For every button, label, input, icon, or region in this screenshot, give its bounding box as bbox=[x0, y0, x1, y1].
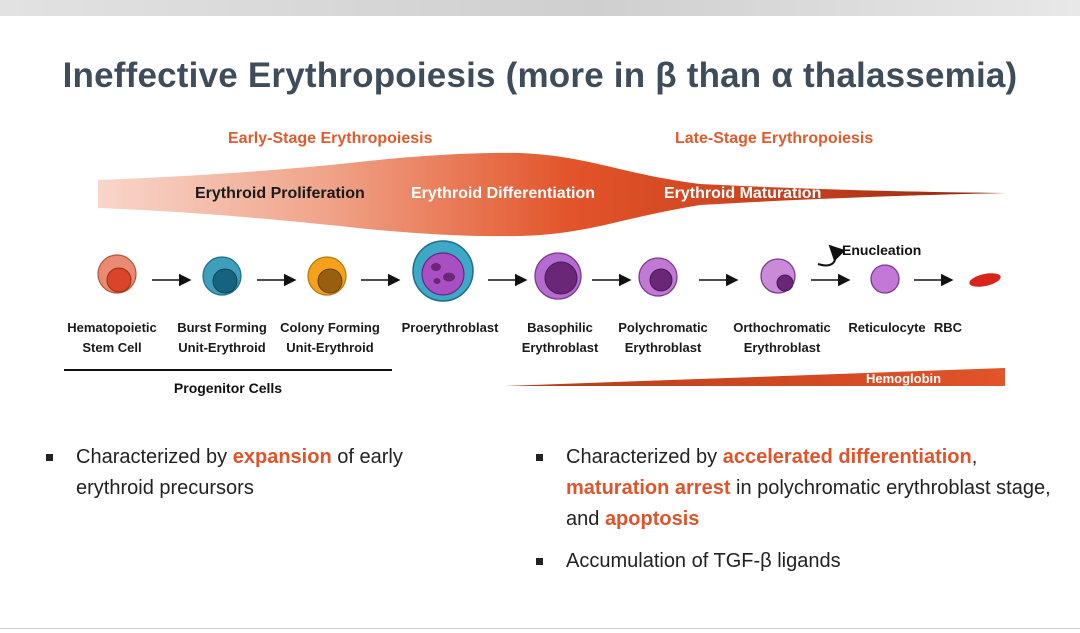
bullet-square-icon bbox=[536, 454, 543, 461]
hemoglobin-wedge bbox=[504, 368, 1005, 386]
bottom-divider bbox=[0, 628, 1080, 629]
highlight-apoptosis: apoptosis bbox=[604, 508, 700, 530]
erythroid-maturation-label: Erythroid Maturation bbox=[664, 185, 822, 202]
highlight-expansion: expansion bbox=[232, 446, 332, 468]
label-reticulocyte: Reticulocyte bbox=[848, 320, 926, 335]
enucleation-arrow bbox=[817, 244, 846, 267]
enucleation-label: Enucleation bbox=[842, 242, 922, 258]
cell-sequence bbox=[97, 240, 1001, 302]
late-stage-label: Late-Stage Erythropoiesis bbox=[675, 130, 874, 147]
label-proerythroblast: Proerythroblast bbox=[401, 320, 499, 335]
burst-forming-unit-erythroid bbox=[202, 256, 242, 296]
label-cfu-e: Colony Forming Unit-Erythroid bbox=[280, 320, 380, 355]
label-bfu-e: Burst Forming Unit-Erythroid bbox=[177, 320, 267, 355]
progenitor-bracket-line bbox=[64, 369, 392, 371]
label-rbc: RBC bbox=[933, 320, 963, 335]
colony-forming-unit-erythroid bbox=[307, 256, 347, 296]
label-basophilic-erythroblast: Basophilic Erythroblast bbox=[521, 320, 599, 355]
bullet-square-icon bbox=[536, 558, 543, 565]
bullet-square-icon bbox=[46, 454, 53, 461]
label-orthochromatic-erythroblast: Orthochromatic Erythroblast bbox=[733, 320, 831, 355]
reticulocyte bbox=[870, 264, 900, 294]
progenitor-cells-label: Progenitor Cells bbox=[173, 380, 283, 396]
label-hematopoietic-stem-cell: Hematopoietic Stem Cell bbox=[67, 320, 157, 355]
bullet-characterized: Characterized by accelerated differentia… bbox=[536, 442, 1056, 535]
bullet-expansion: Characterized by expansion of early eryt… bbox=[46, 442, 476, 504]
proerythroblast bbox=[412, 240, 474, 302]
page-title: Ineffective Erythropoiesis (more in β th… bbox=[62, 56, 1018, 95]
erythropoiesis-band bbox=[98, 152, 1006, 237]
right-bullet-list: Characterized by accelerated differentia… bbox=[536, 442, 1056, 588]
polychromatic-erythroblast bbox=[638, 257, 678, 297]
orthochromatic-erythroblast bbox=[760, 258, 796, 294]
bullet-tgf-beta: Accumulation of TGF-β ligands bbox=[536, 546, 1056, 577]
highlight-accelerated-differentiation: accelerated differentiation bbox=[722, 446, 972, 468]
basophilic-erythroblast bbox=[534, 252, 582, 300]
band-shape bbox=[98, 152, 1006, 237]
highlight-maturation-arrest: maturation arrest bbox=[566, 477, 731, 499]
hemoglobin-label: Hemoglobin bbox=[866, 371, 942, 386]
erythroid-proliferation-label: Erythroid Proliferation bbox=[195, 185, 365, 202]
red-blood-cell bbox=[969, 273, 1001, 287]
early-stage-label: Early-Stage Erythropoiesis bbox=[228, 130, 433, 147]
label-polychromatic-erythroblast: Polychromatic Erythroblast bbox=[618, 320, 708, 355]
top-banner bbox=[0, 0, 1080, 16]
hematopoietic-stem-cell bbox=[97, 254, 137, 294]
left-bullet-list: Characterized by expansion of early eryt… bbox=[46, 442, 476, 515]
erythroid-differentiation-label: Erythroid Differentiation bbox=[411, 185, 596, 202]
